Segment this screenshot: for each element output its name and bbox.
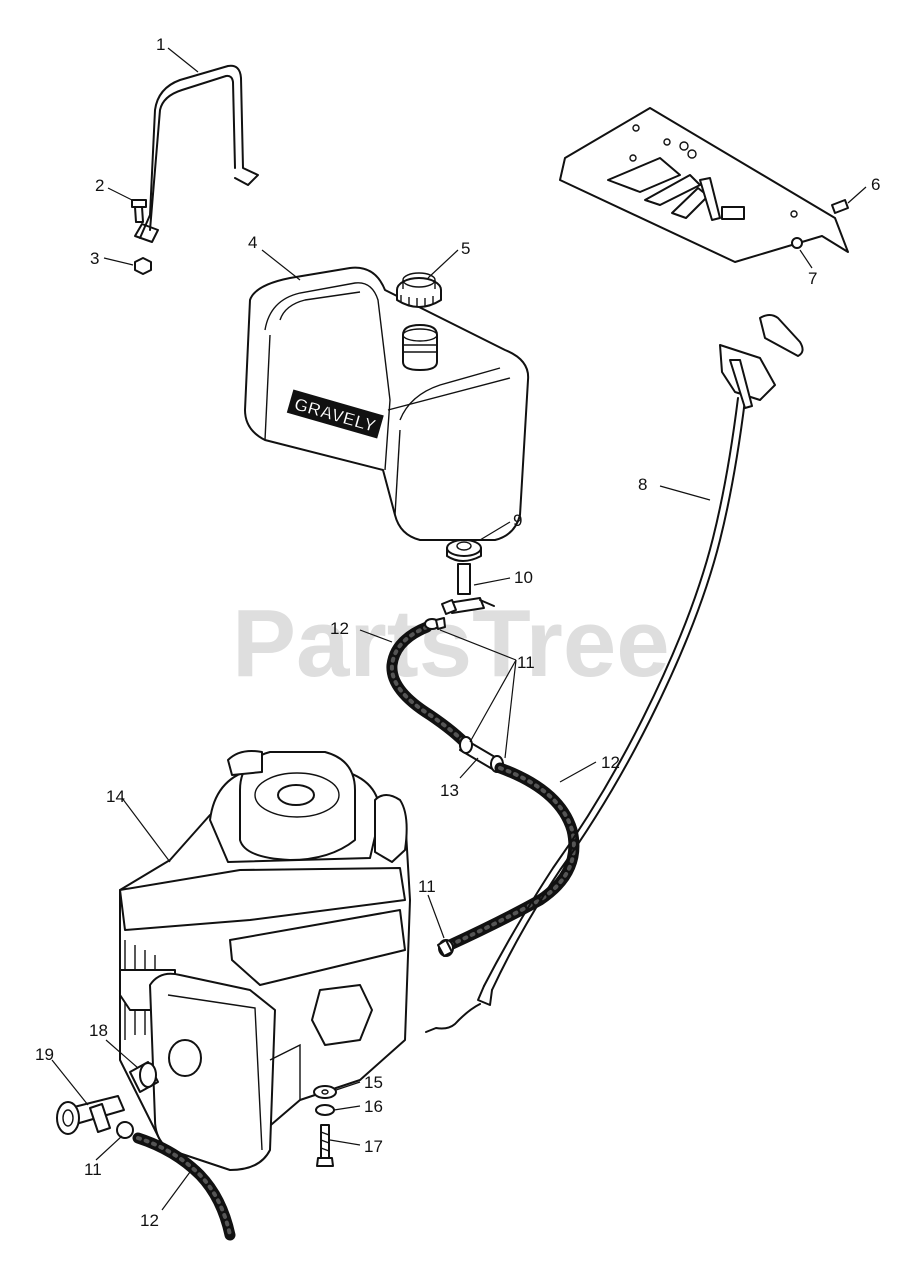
bolt-part-2	[131, 199, 147, 223]
bolt-part-17	[316, 1124, 334, 1167]
leader-lines	[51, 47, 867, 1211]
nut-part-3	[134, 257, 152, 275]
fuel-hose-lower	[132, 1132, 236, 1241]
callout-9: 9	[513, 511, 522, 530]
callout-7: 7	[808, 269, 817, 288]
fuel-cap	[396, 272, 442, 308]
callout-1: 1	[156, 35, 165, 54]
fuel-tank: GRAVELY	[244, 266, 530, 541]
callout-14: 14	[106, 787, 125, 806]
screw-part-6	[831, 199, 849, 214]
hose-clamp-engine	[437, 939, 454, 957]
fuel-hose-right	[444, 762, 580, 951]
callout-19: 19	[35, 1045, 54, 1064]
callout-11-lower: 11	[84, 1160, 102, 1179]
callout-17: 17	[364, 1137, 383, 1156]
engine	[119, 750, 411, 1171]
lock-washer-part-16	[315, 1104, 335, 1116]
washer-part-15	[313, 1085, 337, 1099]
hose-clamp-lower	[116, 1121, 134, 1139]
fuel-hose-upper	[386, 621, 474, 752]
nut-part-7	[791, 237, 803, 249]
callout-10: 10	[514, 568, 533, 587]
callout-12-right: 12	[601, 753, 620, 772]
callout-8: 8	[638, 475, 647, 494]
grommet-part-9	[446, 539, 482, 562]
tee-fitting-part-19	[56, 1095, 125, 1135]
callout-labels: 1 2 3 4 5 6 7 8 9 10 11 12 13 12 11 14 1…	[35, 35, 880, 1230]
callout-3: 3	[90, 249, 99, 268]
hose-clamp-top	[424, 617, 446, 630]
callout-12-lower: 12	[140, 1211, 159, 1230]
callout-6: 6	[871, 175, 880, 194]
callout-18: 18	[89, 1021, 108, 1040]
callout-11-engine: 11	[418, 877, 436, 896]
callout-16: 16	[364, 1097, 383, 1116]
control-mounting-plate	[559, 107, 849, 263]
callout-15: 15	[364, 1073, 383, 1092]
callout-12-upper: 12	[330, 619, 349, 638]
callout-13: 13	[440, 781, 459, 800]
callout-2: 2	[95, 176, 104, 195]
callout-11-upper: 11	[517, 653, 535, 672]
shutoff-valve-part-10	[441, 563, 495, 615]
throttle-cable	[425, 314, 804, 1033]
callout-5: 5	[461, 239, 470, 258]
fitting-part-18	[129, 1061, 159, 1093]
tank-strap	[134, 64, 259, 243]
callout-4: 4	[248, 233, 257, 252]
